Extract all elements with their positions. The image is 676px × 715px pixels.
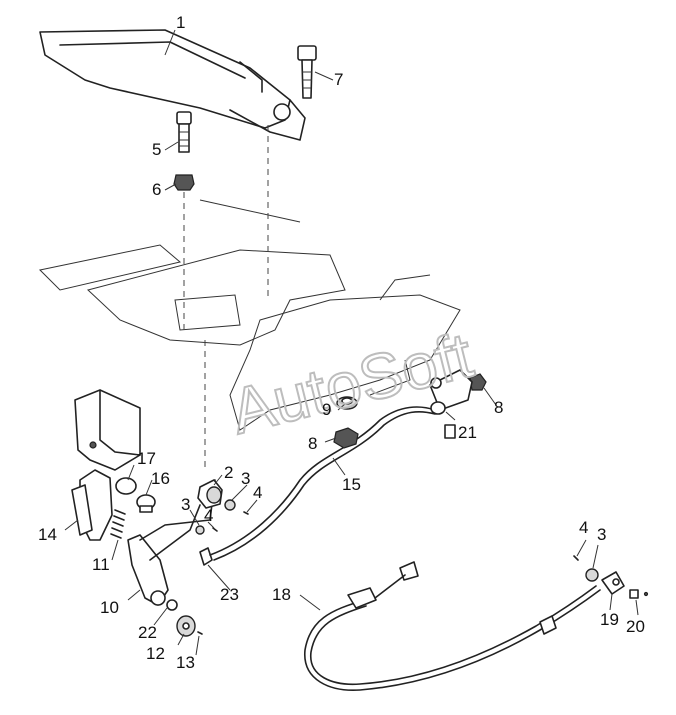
- callout-13: 13: [176, 653, 195, 672]
- callout-16: 16: [151, 469, 170, 488]
- callout-labels: 1 2 3 3 3 4 4 4 5 6 7 8 8 9 10 11 12 13 …: [38, 13, 645, 672]
- leader-lines: [64, 29, 639, 656]
- callout-20: 20: [626, 617, 645, 636]
- callout-21: 21: [458, 423, 477, 442]
- watermark: AutoSoft: [224, 318, 480, 447]
- callout-17: 17: [137, 449, 156, 468]
- bushing-23: [199, 547, 213, 566]
- callout-6: 6: [152, 180, 161, 199]
- fitting-19: [601, 571, 625, 595]
- callout-4: 4: [204, 506, 213, 525]
- callout-10: 10: [100, 598, 119, 617]
- callout-8: 8: [308, 434, 317, 453]
- callout-4: 4: [579, 518, 588, 537]
- floor-panel: [38, 199, 461, 431]
- callout-3: 3: [241, 469, 250, 488]
- callout-5: 5: [152, 140, 161, 159]
- cable-15: [209, 406, 436, 561]
- nut-8: [333, 373, 487, 449]
- callout-11: 11: [92, 555, 110, 574]
- callout-3: 3: [181, 495, 190, 514]
- bracket-21: [429, 369, 473, 439]
- callout-19: 19: [600, 610, 619, 629]
- pin-13: [197, 631, 203, 635]
- disc-12: [176, 615, 196, 637]
- pin-4: [212, 511, 579, 561]
- washer-3: [195, 499, 599, 582]
- pin-16: [136, 494, 156, 513]
- callout-8: 8: [494, 398, 503, 417]
- callout-1: 1: [176, 13, 185, 32]
- callout-12: 12: [146, 644, 165, 663]
- callout-7: 7: [334, 70, 343, 89]
- pin-20: [629, 589, 649, 599]
- cable-18: [304, 561, 601, 691]
- callout-9: 9: [322, 400, 331, 419]
- callout-4: 4: [253, 483, 262, 502]
- spring-11: [110, 509, 126, 539]
- callout-2: 2: [224, 463, 233, 482]
- callout-23: 23: [220, 585, 239, 604]
- callout-14: 14: [38, 525, 57, 544]
- bushing-2: [197, 479, 223, 509]
- callout-3: 3: [597, 525, 606, 544]
- bolt-5: [176, 111, 192, 153]
- callout-15: 15: [342, 475, 361, 494]
- nut-6: [173, 174, 195, 191]
- bolt-7: [297, 45, 317, 99]
- callout-18: 18: [272, 585, 291, 604]
- pedal-plate: [39, 29, 306, 141]
- pedal-bracket: [71, 389, 141, 541]
- callout-22: 22: [138, 623, 157, 642]
- washer-22: [166, 599, 178, 611]
